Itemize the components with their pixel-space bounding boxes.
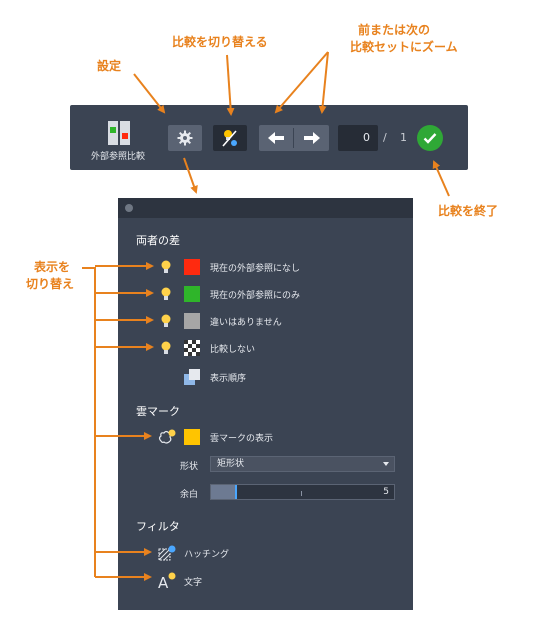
text-filter-icon[interactable]: A <box>158 572 176 590</box>
lightbulb-icon[interactable] <box>161 314 171 328</box>
current-set-input[interactable]: 0 <box>338 125 378 151</box>
draw-order-icon[interactable] <box>184 369 200 385</box>
row-label: 雲マークの表示 <box>210 434 274 444</box>
margin-label: 余白 <box>180 490 199 500</box>
xref-compare-button[interactable]: 外部参照比較 <box>82 115 154 165</box>
zoom-nav-group <box>259 125 329 151</box>
row-not-in-current: 現在の外部参照になし <box>118 258 413 276</box>
margin-slider-thumb[interactable] <box>235 485 237 499</box>
shape-select-value: 矩形状 <box>217 459 245 469</box>
lightbulb-icon[interactable] <box>161 341 171 355</box>
row-filter-text: A 文字 <box>118 572 413 590</box>
row-label: 比較しない <box>210 345 256 355</box>
row-label: ハッチング <box>184 550 230 560</box>
lightbulb-icon[interactable] <box>161 260 171 274</box>
zoom-prev-arrow <box>274 51 329 114</box>
margin-slider-fill <box>211 485 235 499</box>
hatch-filter-icon[interactable] <box>158 545 176 561</box>
row-label: 表示順序 <box>210 374 247 384</box>
checker-swatch-icon[interactable] <box>184 340 200 356</box>
arrow-left-icon <box>268 132 284 144</box>
next-set-button[interactable] <box>294 125 329 151</box>
row-label: 現在の外部参照になし <box>210 264 301 274</box>
svg-text:A: A <box>158 574 169 590</box>
nav-divider <box>293 128 294 148</box>
settings-callout: 設定 <box>97 59 122 73</box>
section-revcloud: 雲マーク <box>136 405 180 418</box>
zoom-callout-line1: 前または次の <box>358 23 431 37</box>
compare-toggle-icon <box>222 130 237 147</box>
finish-compare-button[interactable] <box>417 125 443 151</box>
arrow-right-icon <box>303 132 320 144</box>
zoom-callout-line2: 比較セットにズーム <box>350 40 458 54</box>
section-differences: 両者の差 <box>136 234 180 247</box>
section-filter: フィルタ <box>136 520 180 533</box>
color-swatch-red[interactable] <box>184 259 200 275</box>
chevron-down-icon <box>383 462 389 466</box>
set-separator: / <box>383 131 387 144</box>
row-label: 違いはありません <box>210 318 282 328</box>
margin-slider[interactable]: 5 <box>210 484 395 500</box>
toggle-compare-button[interactable] <box>213 125 247 151</box>
total-sets: 1 <box>400 131 407 144</box>
row-only-in-current: 現在の外部参照にのみ <box>118 285 413 303</box>
checkmark-icon <box>423 133 437 144</box>
color-swatch-green[interactable] <box>184 286 200 302</box>
panel-close-icon[interactable] <box>125 204 133 212</box>
margin-value: 5 <box>383 487 389 497</box>
row-draw-order: 表示順序 <box>118 368 413 386</box>
color-swatch-gray[interactable] <box>184 313 200 329</box>
panel-titlebar[interactable] <box>118 198 413 218</box>
lightbulb-icon[interactable] <box>161 287 171 301</box>
toggle-callout-line2: 切り替え <box>26 277 75 291</box>
compare-settings-panel: 両者の差 現在の外部参照になし 現在の外部参照にのみ 違いはありません 比較しな… <box>118 198 413 610</box>
xref-compare-icon <box>108 119 130 147</box>
color-swatch-yellow[interactable] <box>184 429 200 445</box>
row-revcloud: 雲マークの表示 <box>118 428 413 446</box>
gear-icon <box>177 130 193 146</box>
revcloud-toggle-icon[interactable] <box>158 429 176 445</box>
row-no-difference: 違いはありません <box>118 312 413 330</box>
row-label: 文字 <box>184 578 203 588</box>
zoom-next-arrow <box>318 51 329 114</box>
shape-select[interactable]: 矩形状 <box>210 456 395 472</box>
toggle-callout-line1: 表示を <box>34 260 71 274</box>
toggle-bracket <box>82 267 96 577</box>
row-label: 現在の外部参照にのみ <box>210 291 301 301</box>
row-not-compared: 比較しない <box>118 339 413 357</box>
row-filter-hatch: ハッチング <box>118 544 413 562</box>
settings-button[interactable] <box>168 125 202 151</box>
switch-compare-callout: 比較を切り替える <box>172 35 268 49</box>
xref-compare-label: 外部参照比較 <box>90 152 145 162</box>
previous-set-button[interactable] <box>259 125 293 151</box>
shape-label: 形状 <box>180 462 199 472</box>
compare-toolbar: 外部参照比較 <box>70 105 468 170</box>
finish-callout: 比較を終了 <box>438 204 499 218</box>
margin-slider-tick <box>301 491 302 496</box>
